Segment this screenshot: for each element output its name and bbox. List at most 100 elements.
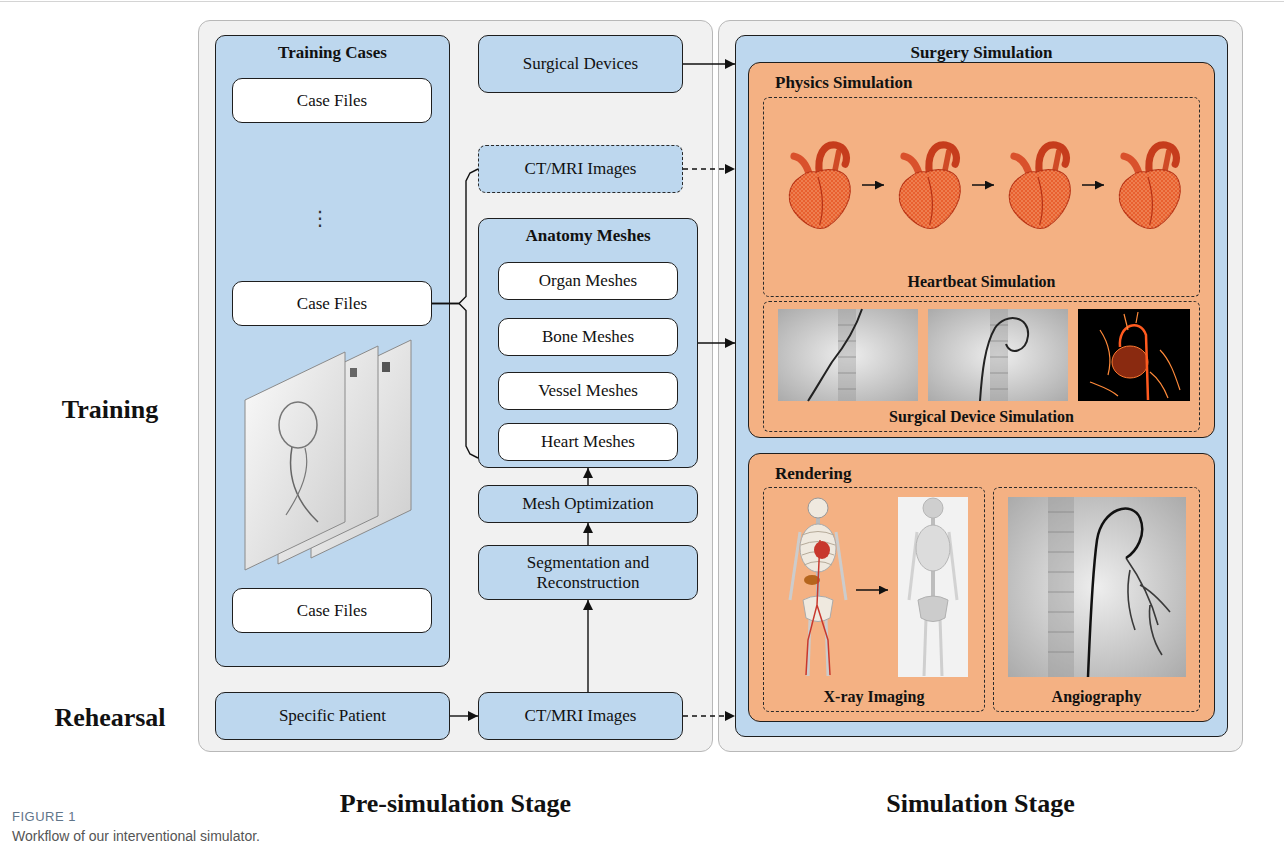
spine-band	[990, 309, 1008, 401]
sheet-mark	[382, 362, 390, 372]
xray-frame	[778, 309, 918, 401]
node-label: Angiography	[1052, 687, 1142, 707]
case-box: Case Files	[232, 281, 432, 326]
process-box: Surgical Devices	[478, 35, 683, 93]
flow-arrow	[587, 600, 588, 692]
flow-arrow	[683, 715, 735, 716]
node-label: Rendering	[775, 464, 852, 484]
data-box: CT/MRI Images	[478, 692, 683, 740]
process-box: Mesh Optimization	[478, 485, 698, 523]
guidewire	[808, 309, 862, 401]
node-label: Organ Meshes	[539, 271, 637, 291]
node-label: Mesh Optimization	[522, 494, 654, 514]
sequence-arrow	[1082, 184, 1104, 186]
heartbeat-sequence	[789, 145, 1180, 229]
heart-mesh-model	[899, 145, 960, 229]
image-sheet	[245, 352, 345, 570]
node-label: Training Cases	[278, 43, 387, 63]
illustration-frame: Heartbeat Simulation	[763, 97, 1200, 297]
heart-render	[1112, 346, 1148, 378]
vertebra-lines	[838, 325, 856, 389]
image-stack	[245, 340, 411, 570]
flow-arrow	[587, 468, 588, 485]
brace-connector	[432, 304, 478, 459]
arm-bone	[836, 532, 846, 600]
node-label: Anatomy Meshes	[525, 226, 650, 246]
illustration-frame: Angiography	[993, 487, 1200, 712]
group-box: Anatomy MeshesOrgan MeshesBone MeshesVes…	[478, 218, 698, 468]
xray-frame	[928, 309, 1068, 401]
render-arrow	[856, 589, 888, 591]
node-label: Case Files	[297, 91, 367, 111]
process-box: Segmentation and Reconstruction	[478, 545, 698, 600]
xray-rendering-figure	[790, 497, 968, 677]
image-sheet	[311, 340, 411, 558]
stage-label: Simulation Stage	[886, 789, 1075, 819]
heart-mesh-model	[1119, 145, 1180, 229]
node-label: Case Files	[297, 601, 367, 621]
node-label: Segmentation and Reconstruction	[487, 553, 689, 593]
frame-line	[0, 1, 1284, 2]
ellipsis-mark: ⋮	[310, 206, 330, 230]
node-label: Surgical Devices	[523, 54, 638, 74]
group-box: Training CasesCase FilesCase FilesCase F…	[215, 35, 450, 667]
process-box: Specific Patient	[215, 692, 450, 740]
xray-spine	[931, 518, 935, 612]
vessel-curve	[291, 447, 318, 522]
sheet-mark	[350, 368, 357, 377]
ribs	[801, 532, 835, 566]
catheter	[1088, 509, 1142, 677]
leg-bone	[826, 618, 828, 676]
data-box: CT/MRI Images	[478, 145, 683, 193]
xray-ribcage	[916, 525, 950, 571]
liver	[804, 575, 820, 585]
contrast-vessels	[1126, 558, 1170, 655]
case-box: Case Files	[232, 588, 432, 633]
heart-mesh-model	[1009, 145, 1070, 229]
node-label: Bone Meshes	[542, 327, 634, 347]
pelvis	[803, 596, 833, 622]
vessel-curve	[286, 448, 307, 515]
mesh-box: Organ Meshes	[498, 262, 678, 300]
connector-group	[432, 64, 735, 716]
arm-bone	[790, 532, 800, 600]
node-label: Specific Patient	[279, 706, 386, 726]
xray-output	[898, 497, 968, 677]
sequence-arrow	[862, 184, 884, 186]
aorta-render	[1120, 325, 1148, 400]
node-label: Surgery Simulation	[910, 43, 1052, 63]
flow-arrow	[450, 715, 478, 716]
node-label: Physics Simulation	[775, 73, 912, 93]
figure-caption: Workflow of our interventional simulator…	[12, 827, 260, 845]
module-panel: RenderingX-ray Imaging Angiography	[748, 453, 1215, 722]
skull-outline	[279, 402, 317, 448]
vertebra-lines	[1048, 512, 1074, 652]
node-label: Heart Meshes	[541, 432, 635, 452]
spine-band	[1048, 497, 1074, 677]
catheter	[980, 318, 1028, 401]
artery	[806, 540, 830, 675]
node-label: X-ray Imaging	[824, 687, 925, 707]
vessel-render-frame	[1078, 309, 1190, 401]
xray-bone	[940, 618, 942, 676]
stage-panel: Pre-simulation StageTraining CasesCase F…	[198, 20, 713, 752]
xray-pelvis	[918, 596, 948, 622]
illustration-frame: X-ray Imaging	[763, 487, 985, 712]
heart	[814, 541, 830, 559]
xray-bone	[924, 618, 926, 676]
flow-arrow	[698, 342, 735, 343]
flow-arrow	[587, 523, 588, 545]
illustration-frame: Surgical Device Simulation	[763, 301, 1200, 432]
node-label: CT/MRI Images	[525, 159, 637, 179]
case-box: Case Files	[232, 78, 432, 123]
group-box: Surgery SimulationPhysics SimulationHear…	[735, 35, 1228, 737]
xray-skull	[923, 498, 943, 518]
spine-band	[838, 309, 856, 401]
xray-bone	[949, 532, 957, 600]
sequence-arrow	[972, 184, 994, 186]
node-label: Case Files	[297, 294, 367, 314]
mesh-box: Heart Meshes	[498, 423, 678, 461]
